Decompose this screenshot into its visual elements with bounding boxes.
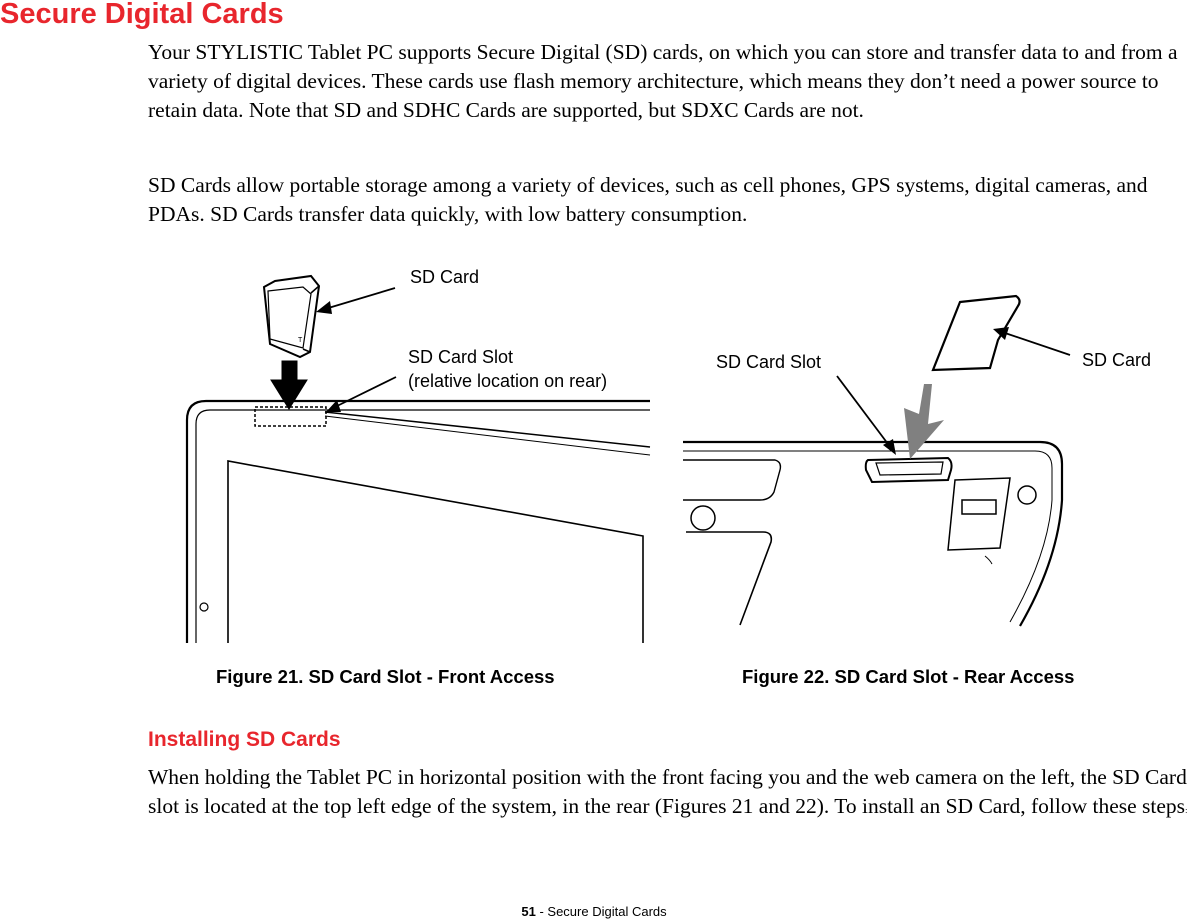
sd-card-rear-icon [931,294,1021,372]
sd-card-figures: T SD Card SD Card Slot (relative locatio… [185,267,1151,643]
install-paragraph: When holding the Tablet PC in horizontal… [148,763,1188,825]
front-slot-label: SD Card Slot [408,347,513,367]
page-footer: 51 - Secure Digital Cards [0,904,1188,919]
svg-text:T: T [298,337,303,344]
page-number: 51 [521,904,536,919]
front-card-label: SD Card [410,267,479,287]
figure-rear-illustration [683,294,1071,627]
sd-slot-outline [254,406,327,427]
sd-card-front-icon: T [262,274,321,359]
section-heading: Installing SD Cards [148,728,341,751]
figure-21-caption: Figure 21. SD Card Slot - Front Access [216,666,555,687]
rear-card-label: SD Card [1082,350,1151,370]
install-paragraph-colon: : [1185,806,1188,815]
rear-insert-arrow-icon [904,384,960,459]
rear-slot-label: SD Card Slot [716,352,821,372]
page-title: Secure Digital Cards [0,0,284,30]
intro-paragraph: Your STYLISTIC Tablet PC supports Secure… [148,40,1178,122]
figure-22-caption: Figure 22. SD Card Slot - Rear Access [742,666,1075,687]
figure-front-illustration: T [185,274,651,643]
front-slot-note: (relative location on rear) [408,371,607,391]
insert-arrow-icon [270,360,308,410]
footer-section: Secure Digital Cards [547,904,667,919]
install-paragraph-text: When holding the Tablet PC in horizontal… [148,765,1187,818]
footer-separator: - [535,904,548,919]
usage-paragraph: SD Cards allow portable storage among a … [148,173,1148,226]
